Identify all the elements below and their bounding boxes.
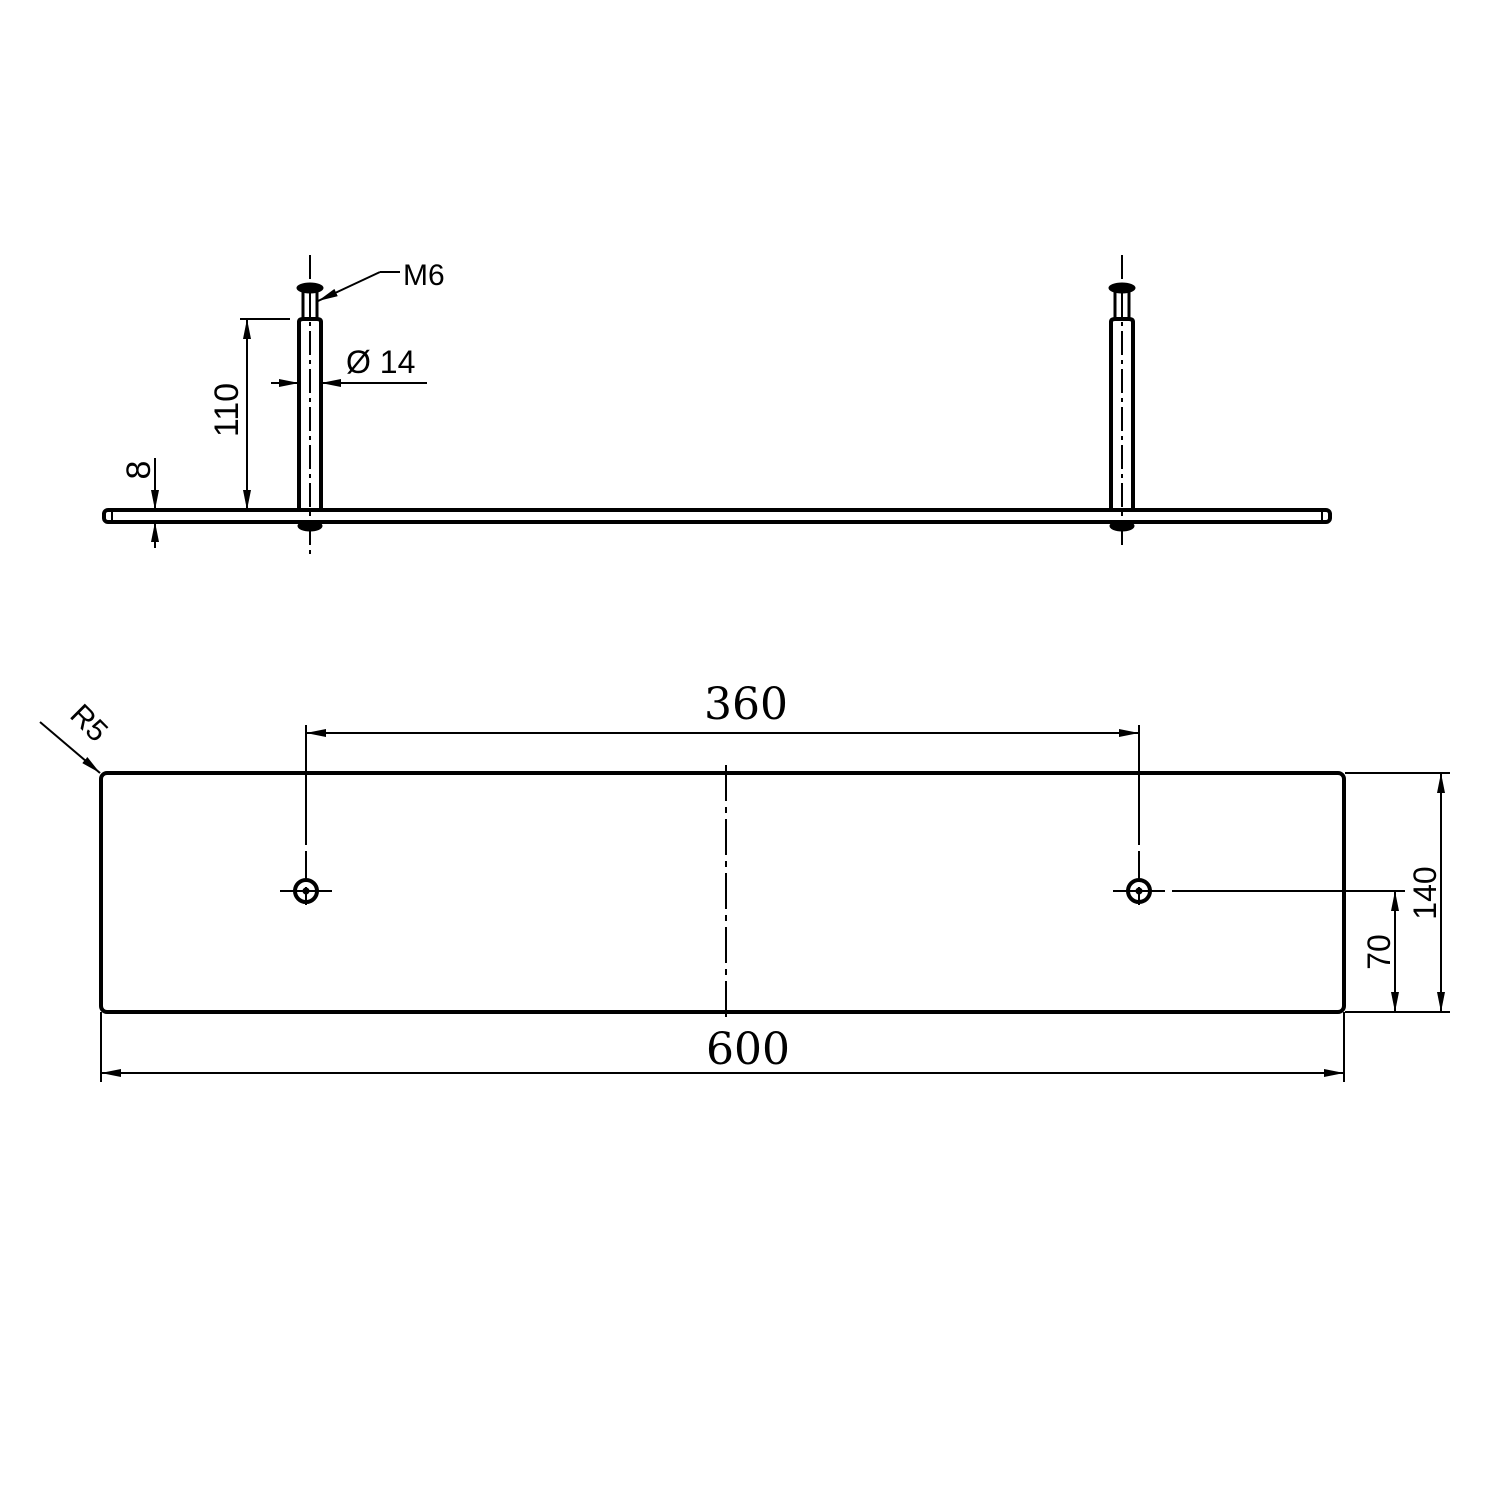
mounting-hole-right: [1113, 725, 1405, 905]
hole-spacing-label: 360: [704, 679, 788, 730]
diameter-label: Ø 14: [346, 344, 415, 380]
length-label: 600: [706, 1024, 790, 1075]
width-label: 140: [1407, 866, 1443, 919]
thread-label: M6: [403, 259, 445, 292]
right-post: [1108, 255, 1136, 550]
corner-radius-label: R5: [63, 698, 113, 748]
post-height-label: 110: [208, 383, 246, 437]
left-post: [296, 255, 324, 558]
side-view: [102, 255, 1332, 558]
top-view: [39, 721, 1450, 1082]
thickness-label: 8: [120, 461, 158, 480]
mounting-hole-left: [280, 725, 332, 905]
shelf-plate-top: [99, 771, 1346, 1014]
hole-offset-label: 70: [1361, 934, 1397, 970]
shelf-plate-side: [102, 508, 1332, 524]
